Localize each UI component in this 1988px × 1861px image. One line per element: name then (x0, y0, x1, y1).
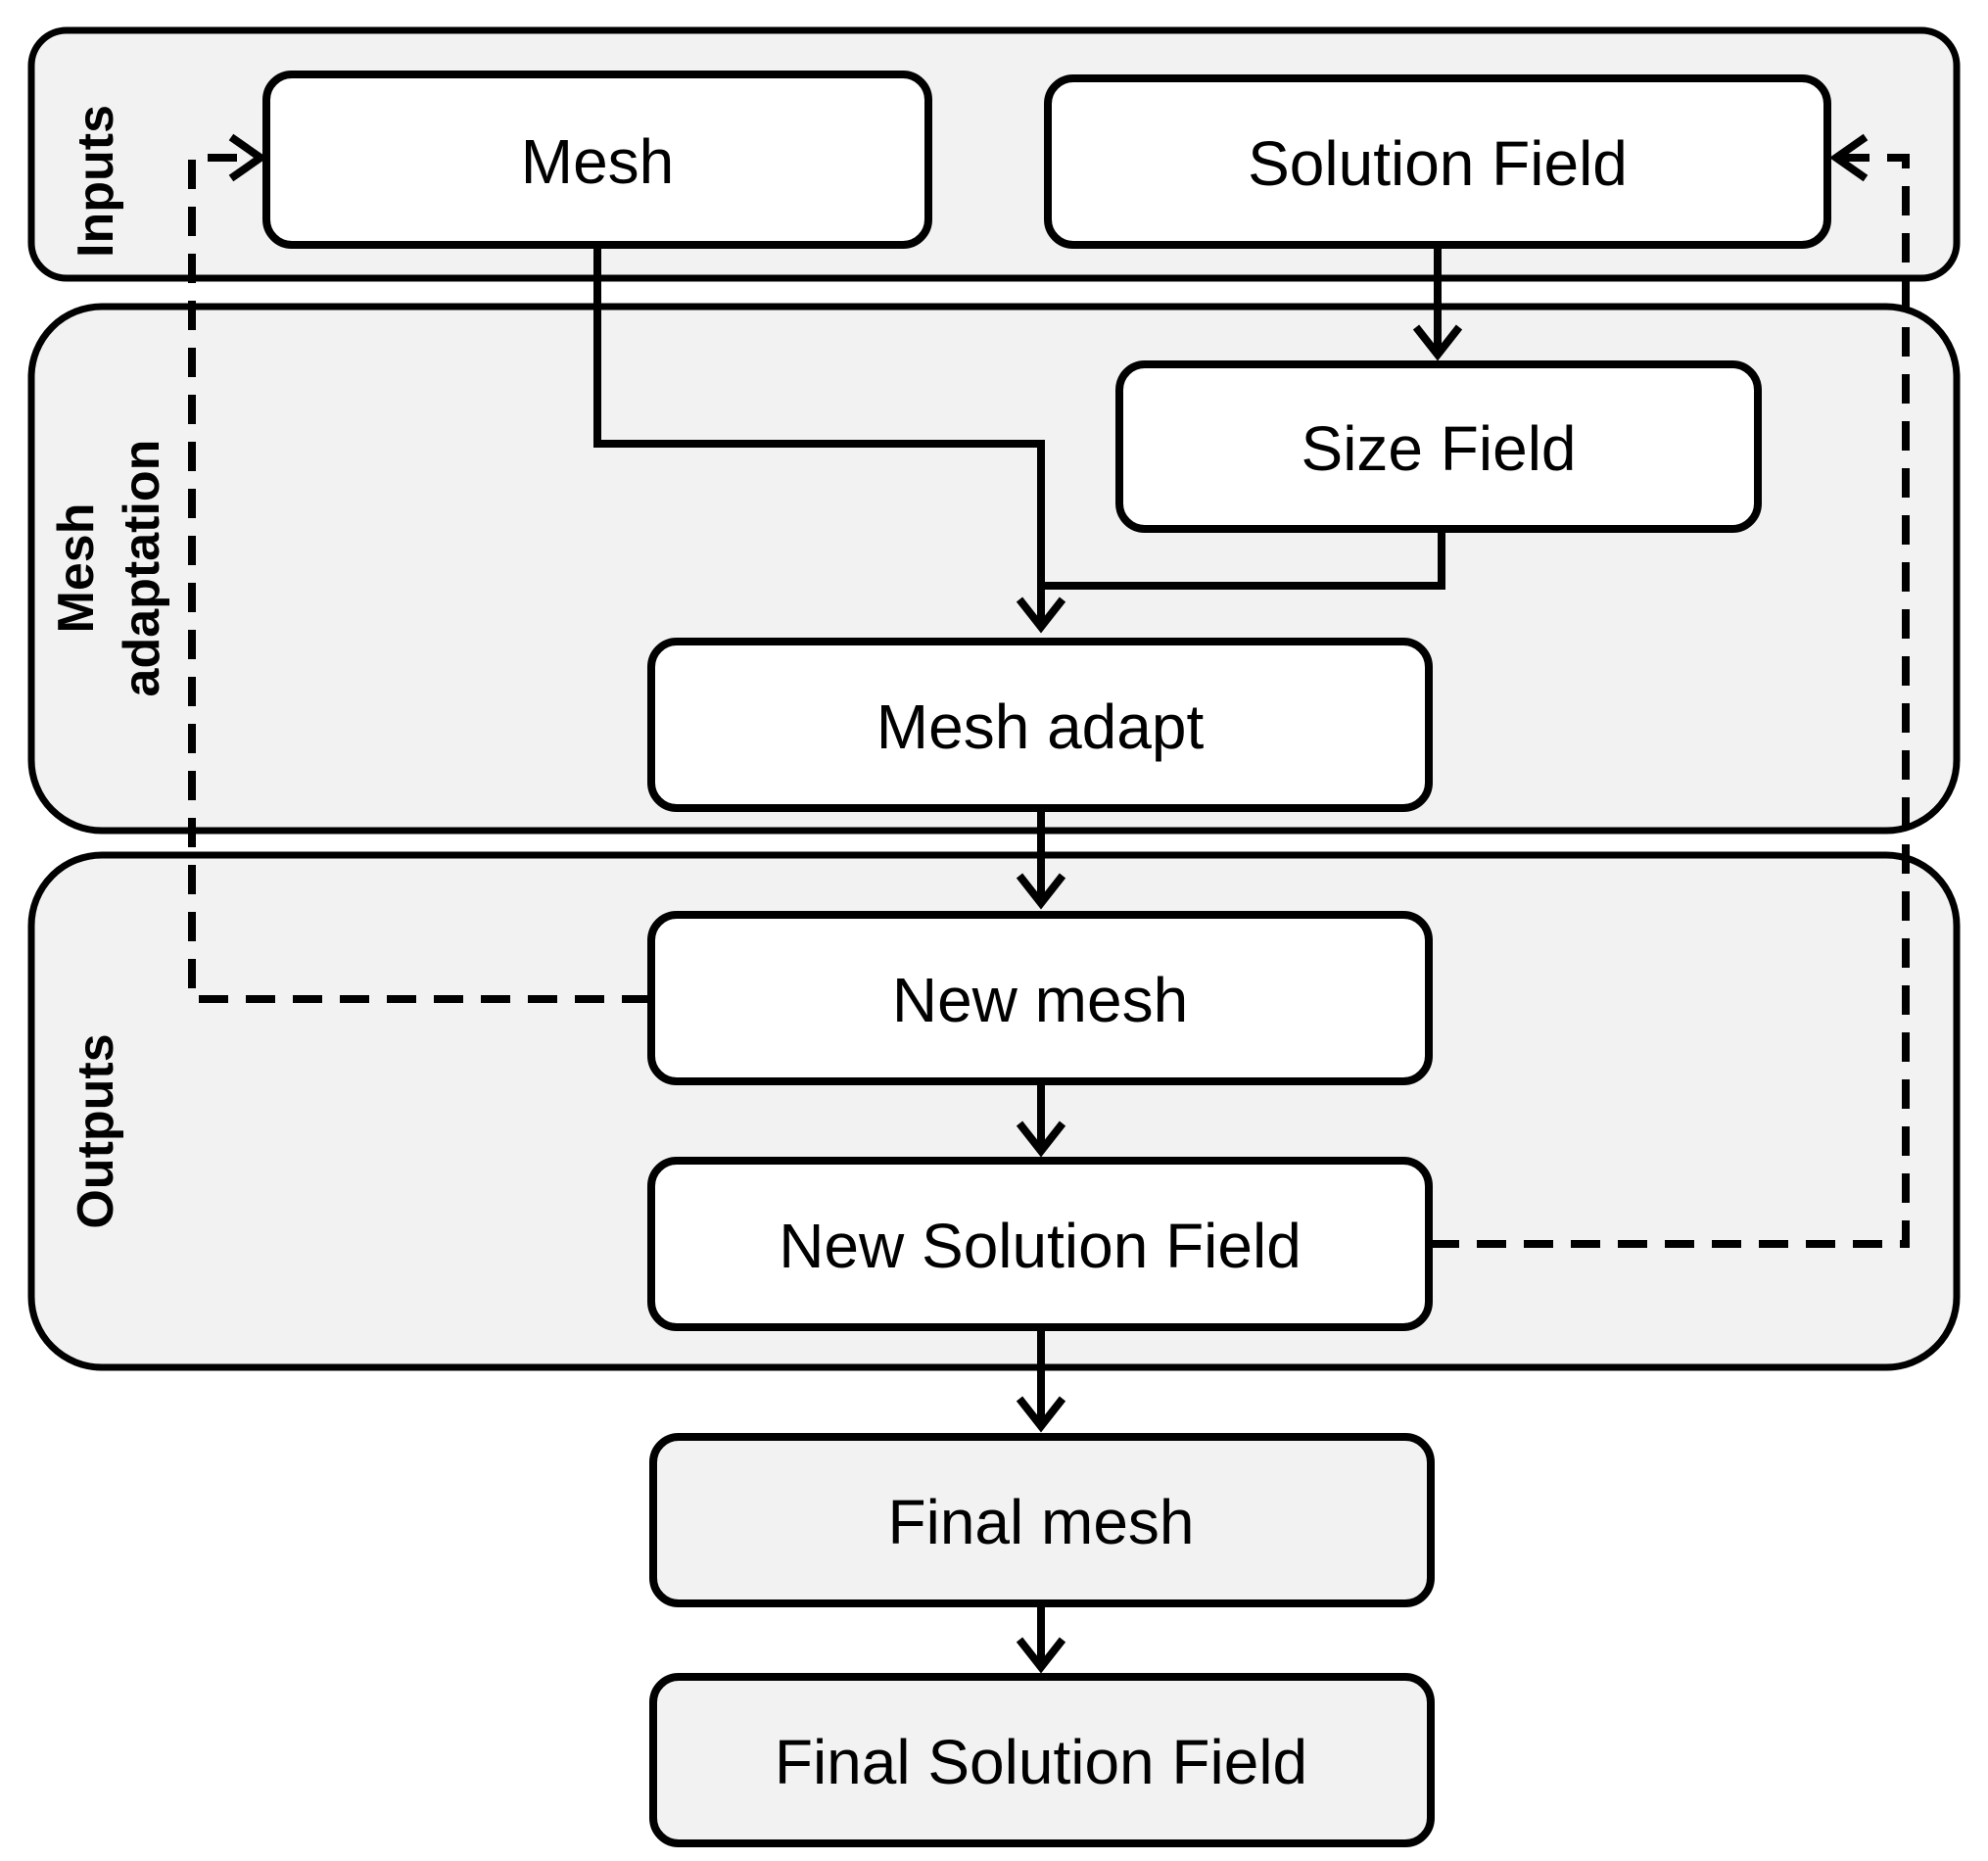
node-mesh-adapt-label: Mesh adapt (876, 692, 1205, 762)
panel-label-inputs: Inputs (68, 105, 124, 258)
arrowhead-into-size-field (1412, 324, 1463, 361)
arrowhead-into-mesh (228, 133, 267, 182)
node-solution-field (1044, 74, 1831, 249)
node-final-solution-field (649, 1673, 1435, 1847)
arrowhead-into-final-solution (1016, 1637, 1066, 1674)
feedback-new-solution-to-solution (1430, 154, 1910, 1248)
arrowhead-into-final-mesh (1016, 1396, 1066, 1433)
node-solution-field-label: Solution Field (1248, 128, 1628, 199)
node-mesh-adapt (647, 638, 1433, 812)
panel-outputs (27, 851, 1961, 1371)
node-new-mesh (647, 911, 1433, 1085)
arrowhead-into-mesh-adapt (1016, 596, 1066, 634)
edge-mesh-to-mesh-adapt (593, 247, 1045, 627)
node-size-field (1115, 360, 1762, 533)
node-size-field-label: Size Field (1302, 413, 1577, 484)
feedback-new-mesh-to-mesh (188, 154, 651, 1003)
node-new-solution-field-label: New Solution Field (779, 1211, 1302, 1281)
node-mesh-label: Mesh (521, 126, 675, 197)
node-new-solution-field (647, 1157, 1433, 1331)
panel-label-outputs: Outputs (68, 1033, 124, 1228)
arrowhead-into-new-mesh (1016, 873, 1066, 910)
node-mesh (262, 71, 932, 249)
arrowhead-into-solution-field (1829, 133, 1869, 182)
panel-label-mesh-adaptation-line1: Mesh (48, 503, 105, 634)
node-final-solution-field-label: Final Solution Field (775, 1727, 1307, 1797)
edge-size-field-to-mesh-adapt (1041, 531, 1445, 590)
arrowhead-into-new-solution (1016, 1121, 1066, 1158)
node-final-mesh (649, 1433, 1435, 1607)
node-final-mesh-label: Final mesh (888, 1487, 1195, 1557)
node-new-mesh-label: New mesh (892, 965, 1188, 1035)
panel-label-mesh-adaptation-line2: adaptation (114, 440, 170, 697)
